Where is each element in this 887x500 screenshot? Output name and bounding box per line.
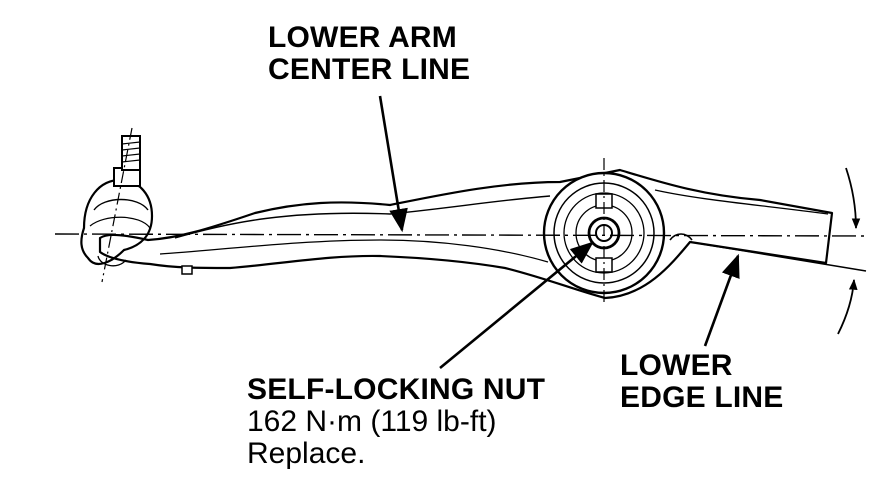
- self-locking-nut-label: SELF-LOCKING NUT 162 N·m (119 lb-ft) Rep…: [247, 374, 545, 469]
- nut-torque-spec: 162 N·m (119 lb-ft): [247, 404, 497, 438]
- arm-bottom-edge-detail: [159, 239, 549, 263]
- label-line: LOWER ARM: [268, 21, 457, 54]
- nut-replace-note: Replace.: [247, 436, 366, 470]
- arm-right-inner-edge: [654, 189, 829, 215]
- lower-arm-outline: [98, 168, 834, 300]
- label-line: LOWER: [620, 349, 733, 382]
- angle-arrow-upper: [845, 167, 861, 230]
- self-locking-nut-leader-arrow: [439, 241, 594, 370]
- lower-edge-line: [689, 241, 867, 272]
- label-line: EDGE LINE: [620, 380, 784, 414]
- nut-title: SELF-LOCKING NUT: [247, 373, 546, 406]
- ball-joint-housing: [80, 178, 154, 266]
- arm-notch: [669, 233, 693, 241]
- lower-arm-center-line: [54, 233, 867, 237]
- label-line: CENTER LINE: [268, 52, 471, 86]
- lower-edge-line-label: LOWER EDGE LINE: [620, 350, 784, 414]
- lower-edge-leader-arrow: [703, 253, 740, 347]
- ball-joint-lower-lip: [97, 255, 127, 267]
- center-line-leader-arrow: [378, 95, 408, 233]
- lower-arm-center-line-label: LOWER ARM CENTER LINE: [268, 22, 470, 86]
- ball-stud-threaded: [121, 135, 141, 171]
- ball-joint-boot-ring-lower: [89, 216, 151, 229]
- stud-thread-lines: [121, 141, 141, 163]
- small-tab: [181, 265, 193, 275]
- angle-arrow-lower: [837, 278, 858, 335]
- ball-joint-axis-line: [101, 127, 133, 283]
- ball-joint-boot-ring: [93, 198, 149, 211]
